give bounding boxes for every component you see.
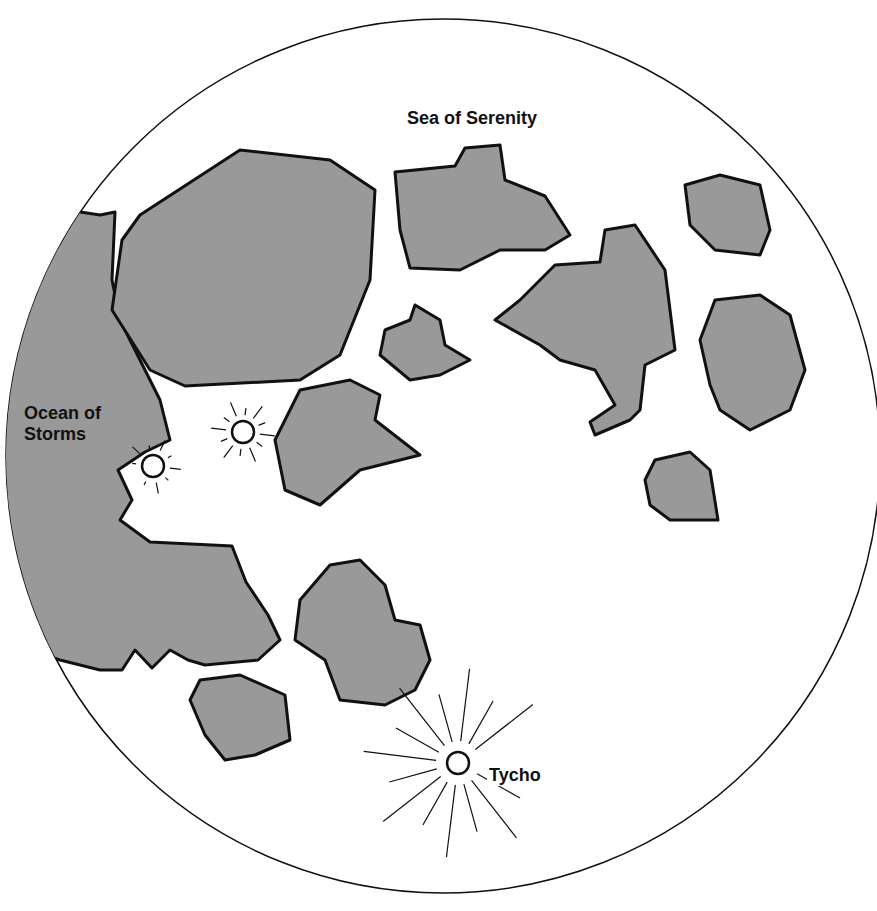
- crater-ray: [257, 442, 263, 446]
- crater-ray: [170, 468, 181, 469]
- mare-name: Sea of Serenity: [405, 108, 539, 129]
- mare: [645, 452, 718, 520]
- mare: [380, 305, 470, 380]
- crater-ray: [160, 441, 165, 451]
- crater-ray: [472, 780, 517, 838]
- mare-sea-of-serenity: [395, 145, 570, 270]
- mare: [495, 225, 675, 435]
- crater-ray: [461, 669, 470, 741]
- crater-ray: [260, 434, 275, 436]
- crater-ray: [389, 769, 436, 782]
- crater-tycho: [447, 752, 469, 774]
- crater-ray: [132, 463, 136, 465]
- crater-ray: [224, 418, 230, 422]
- mare: [700, 295, 805, 430]
- mare: [112, 150, 375, 386]
- crater-ray: [156, 483, 158, 494]
- crater-ray: [144, 481, 146, 485]
- crater-ray: [224, 446, 233, 458]
- crater-ray: [475, 705, 533, 750]
- crater-ray: [221, 439, 227, 442]
- crater-ray: [439, 694, 452, 741]
- crater-ray: [133, 447, 141, 455]
- crater-ray: [259, 423, 265, 426]
- crater-ray: [239, 449, 241, 456]
- crater: [232, 421, 254, 443]
- mare: [275, 380, 420, 505]
- crater-ray: [364, 751, 436, 760]
- crater-ray: [400, 688, 445, 746]
- crater-ray: [165, 478, 168, 481]
- crater-rays: [132, 403, 533, 858]
- crater-ray: [244, 408, 246, 415]
- crater-ray: [230, 403, 236, 417]
- crater-name: Tycho: [487, 765, 543, 786]
- crater-ray: [253, 406, 262, 418]
- crater-ray: [168, 456, 171, 458]
- mare: [685, 175, 770, 255]
- crater: [142, 455, 164, 477]
- crater-ray: [469, 701, 493, 744]
- crater-ray: [423, 782, 447, 825]
- mare-name: Ocean of Storms: [22, 403, 122, 445]
- crater-ray: [148, 445, 150, 449]
- crater-ray: [464, 784, 477, 831]
- crater-ray: [383, 777, 441, 822]
- crater-ray: [446, 785, 455, 857]
- crater-ray: [250, 448, 256, 462]
- crater-ray: [396, 728, 439, 752]
- mare: [190, 675, 290, 760]
- mare: [295, 560, 430, 705]
- crater-ray: [211, 428, 226, 430]
